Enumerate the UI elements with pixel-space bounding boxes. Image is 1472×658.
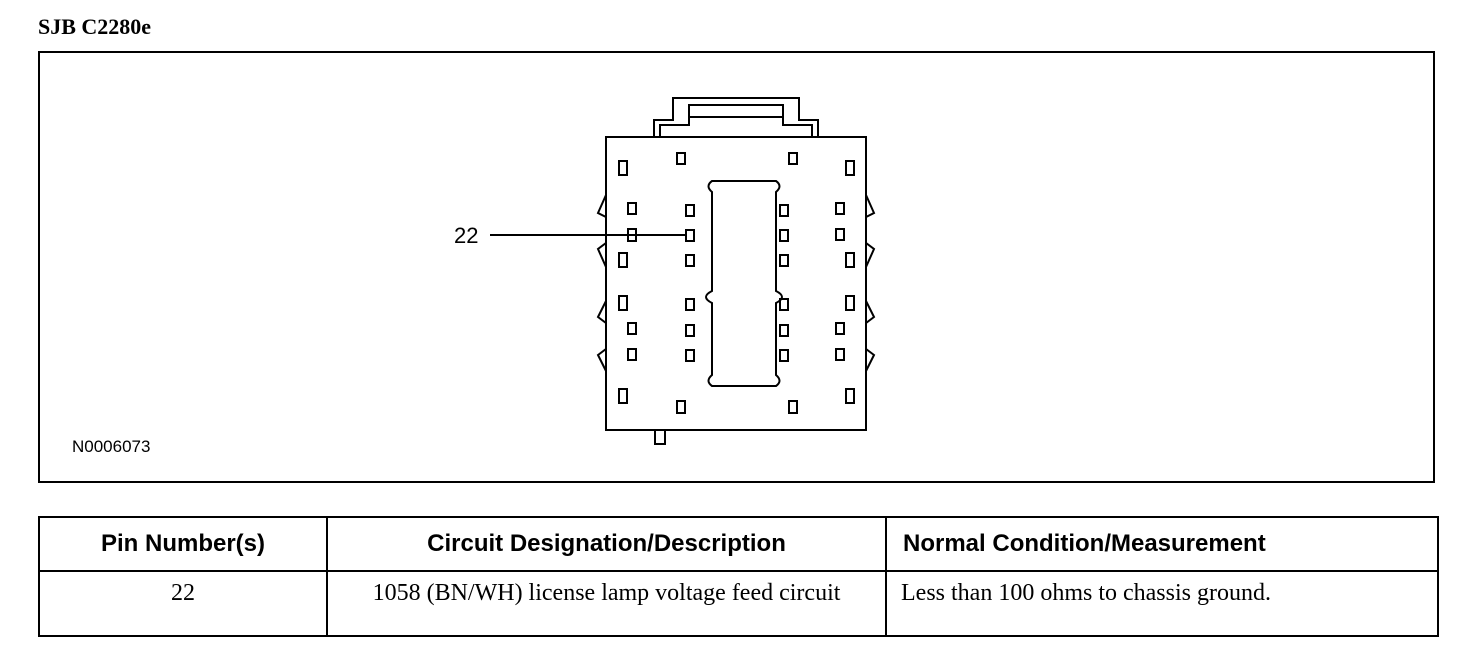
pin-cavity: [845, 295, 855, 311]
pin-cavity: [676, 152, 686, 165]
side-latch: [596, 347, 607, 372]
table-header-row: Pin Number(s) Circuit Designation/Descri…: [38, 516, 1439, 572]
pin-cavity: [618, 388, 628, 404]
center-keyway: [705, 180, 783, 387]
side-latch: [865, 194, 876, 219]
bottom-key: [654, 429, 666, 445]
table-row: 22 1058 (BN/WH) license lamp voltage fee…: [38, 570, 1439, 637]
pin-cavity: [627, 202, 637, 215]
pin-cavity: [788, 152, 798, 165]
pin-cavity: [845, 252, 855, 268]
pin-table: Pin Number(s) Circuit Designation/Descri…: [38, 516, 1439, 637]
pin-cavity: [779, 204, 789, 217]
pin-cavity: [845, 388, 855, 404]
pin-cavity: [779, 324, 789, 337]
side-latch: [596, 194, 607, 219]
cell-pin-number: 22: [38, 570, 328, 637]
pin-cavity: [627, 322, 637, 335]
side-latch: [596, 241, 607, 268]
pin-cavity: [685, 254, 695, 267]
pin-cavity: [835, 228, 845, 241]
pin-cavity: [779, 229, 789, 242]
pin-cavity: [685, 324, 695, 337]
pin-cavity: [779, 254, 789, 267]
pin-cavity: [788, 400, 798, 414]
pin-cavity: [627, 348, 637, 361]
pin-cavity: [618, 295, 628, 311]
pin-cavity: [845, 160, 855, 176]
pin-cavity: [685, 204, 695, 217]
pin-cavity: [685, 349, 695, 362]
connector-drawing: [490, 97, 876, 445]
page-title: SJB C2280e: [38, 14, 152, 39]
header-normal-condition: Normal Condition/Measurement: [885, 516, 1439, 572]
connector-figure: 22 N0006073: [38, 51, 1435, 483]
header-pin-number: Pin Number(s): [38, 516, 328, 572]
pin-cavity: [685, 298, 695, 311]
pin-cavity: [676, 400, 686, 414]
side-latch: [865, 347, 876, 372]
pin-cavity: [618, 160, 628, 176]
side-latch: [865, 300, 876, 325]
side-latch: [865, 241, 876, 268]
cell-measurement: Less than 100 ohms to chassis ground.: [885, 570, 1439, 637]
cell-circuit-description: 1058 (BN/WH) license lamp voltage feed c…: [326, 570, 887, 637]
figure-id: N0006073: [72, 437, 151, 456]
pin-cavity: [835, 322, 845, 335]
pin-cavity: [835, 348, 845, 361]
latch-outer: [653, 97, 819, 137]
header-circuit-designation: Circuit Designation/Description: [326, 516, 887, 572]
connector-body: [605, 136, 867, 431]
pin-cavity: [779, 298, 789, 311]
latch-inner: [659, 104, 813, 137]
pin-cavity: [618, 252, 628, 268]
side-latch: [596, 300, 607, 325]
pin-cavity: [835, 202, 845, 215]
pin-cavity-22: [685, 229, 695, 242]
pin-callout-label: 22: [454, 223, 479, 248]
pin-cavity: [779, 349, 789, 362]
